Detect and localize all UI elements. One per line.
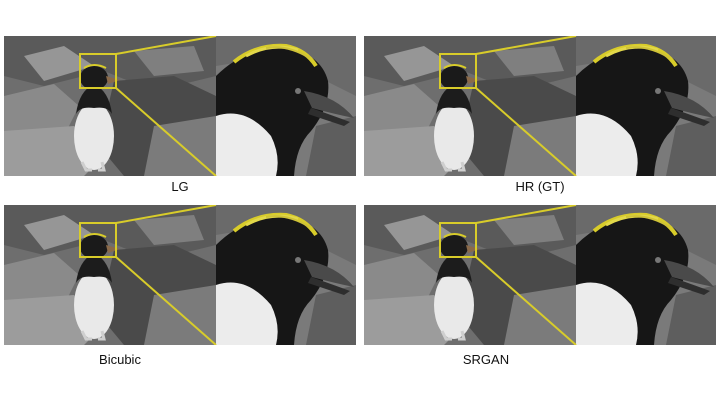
caption-lg: LG [171, 179, 189, 194]
comparison-panel-bicubic [4, 205, 356, 345]
zoom-box [439, 53, 477, 89]
full-image [364, 205, 578, 345]
full-image [4, 36, 218, 176]
zoom-line [115, 205, 217, 224]
zoom-line [475, 87, 577, 176]
zoom-crop [574, 36, 716, 176]
zoom-line [475, 256, 577, 345]
caption-hr: HR (GT) [515, 179, 565, 194]
full-image [364, 36, 578, 176]
comparison-panel-srgan [364, 205, 716, 345]
zoom-line [115, 36, 217, 55]
zoom-box [79, 53, 117, 89]
full-image [4, 205, 218, 345]
zoom-crop [214, 36, 356, 176]
zoom-line [115, 87, 217, 176]
comparison-panel-hr [364, 36, 716, 176]
caption-srgan: SRGAN [462, 352, 510, 367]
zoom-box [79, 222, 117, 258]
zoom-line [115, 256, 217, 345]
zoom-crop [574, 205, 716, 345]
comparison-panel-lg [4, 36, 356, 176]
zoom-line [475, 205, 577, 224]
zoom-box [439, 222, 477, 258]
caption-bicubic: Bicubic [99, 352, 141, 367]
zoom-line [475, 36, 577, 55]
zoom-crop [214, 205, 356, 345]
